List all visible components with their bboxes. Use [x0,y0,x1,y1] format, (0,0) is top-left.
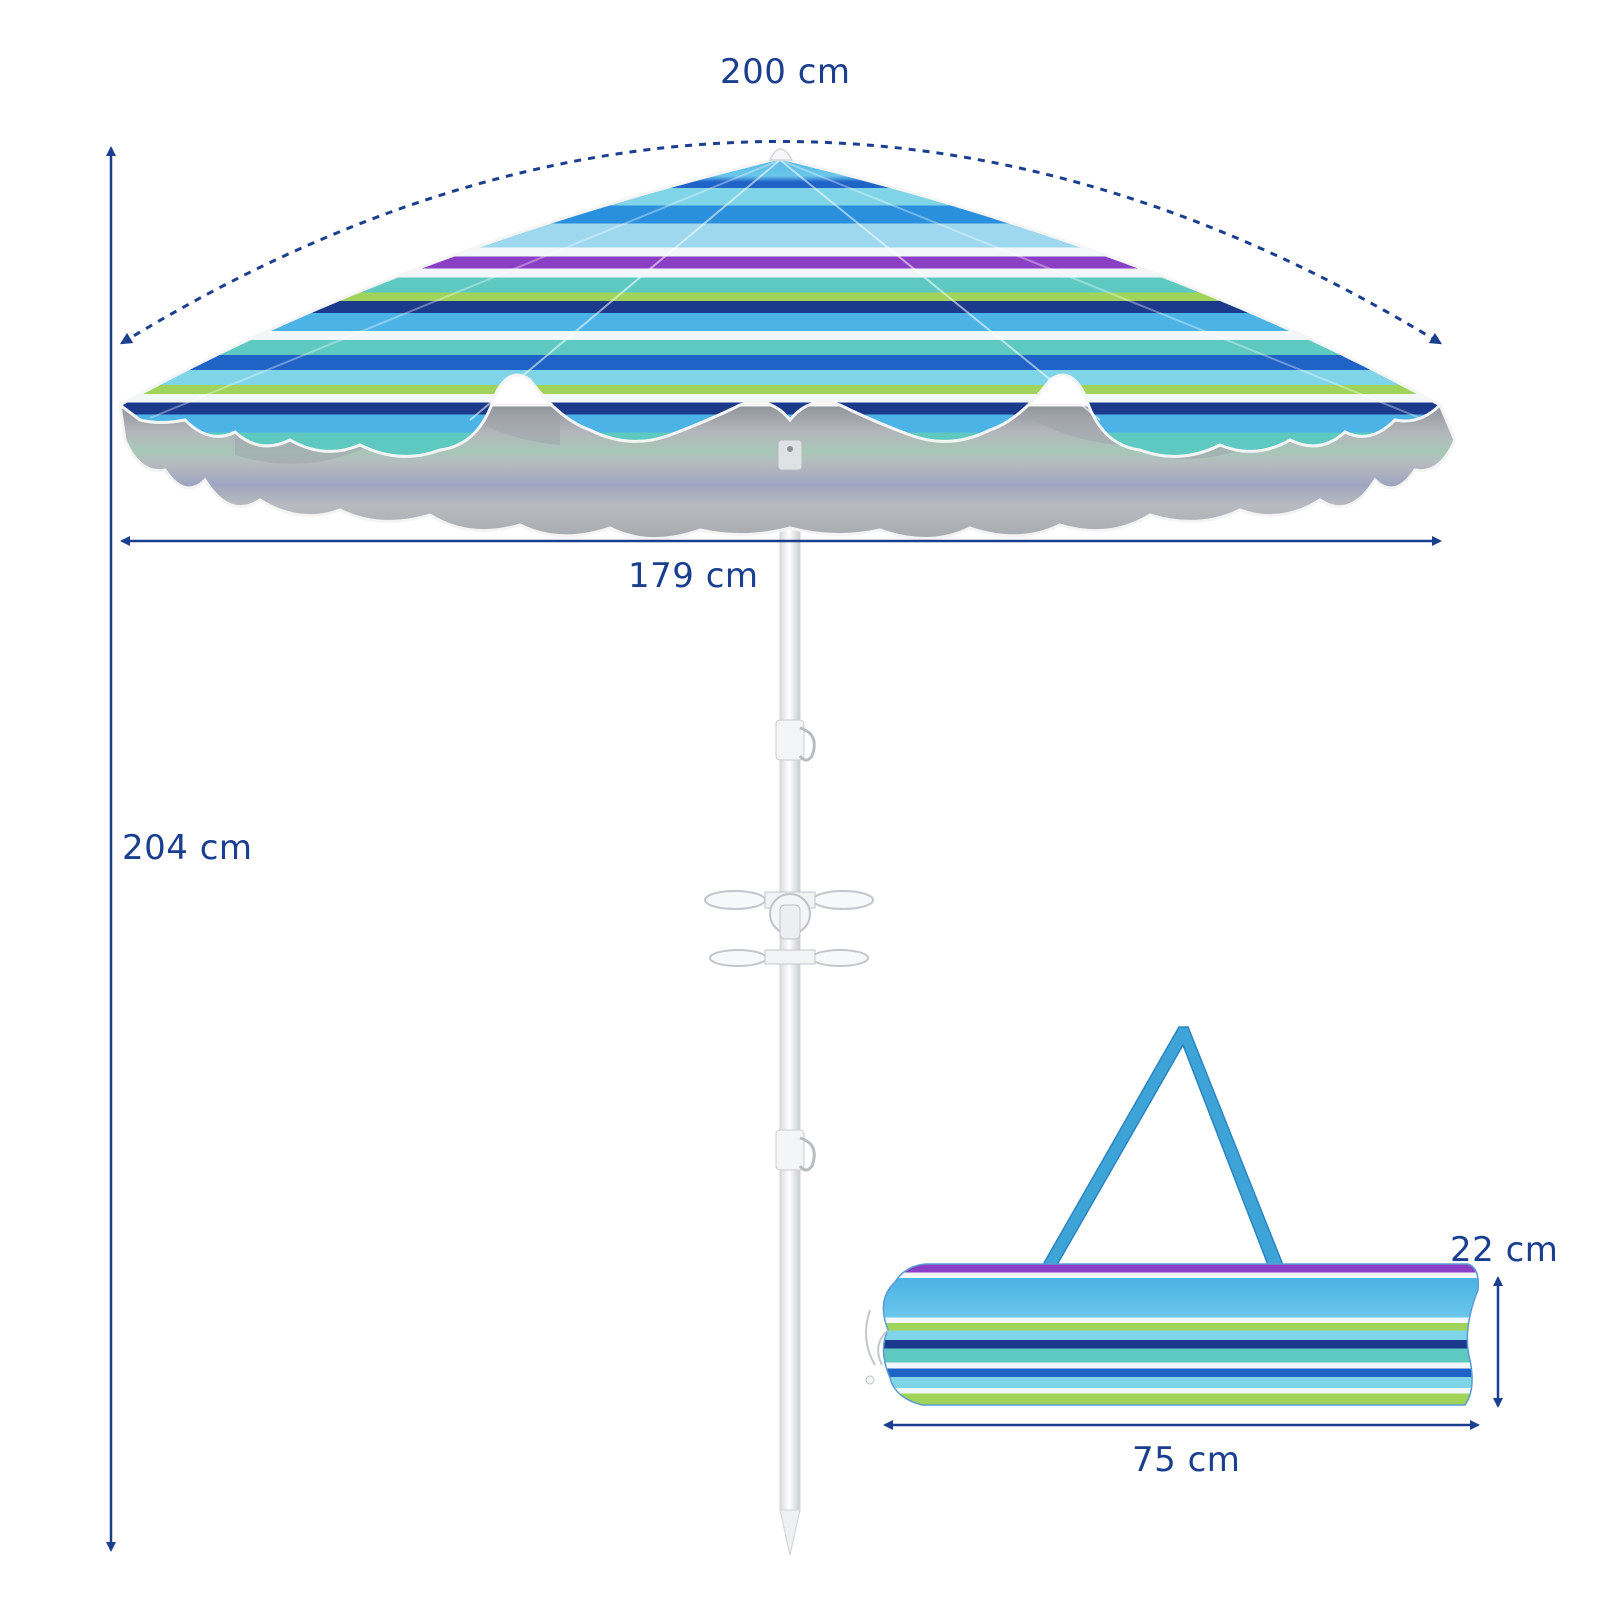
canopy-width-label: 179 cm [628,556,759,596]
bag-height-label: 22 cm [1450,1230,1559,1270]
bag-length-label: 75 cm [1132,1440,1241,1480]
umbrella-canopy [117,148,1457,540]
carry-bag [865,1026,1480,1406]
bag-strap [1038,1026,1287,1271]
umbrella-pole [775,519,816,1556]
canopy-arc-label: 200 cm [720,52,851,92]
cup-holder [704,890,874,967]
total-height-label: 204 cm [122,828,253,868]
